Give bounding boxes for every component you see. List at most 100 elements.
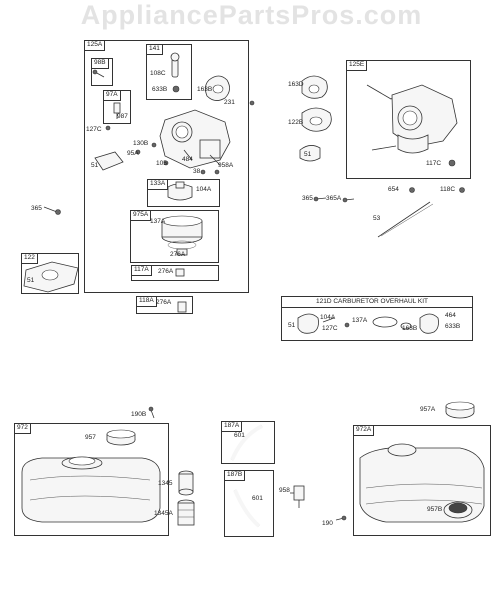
kit-title-rule [281,307,473,308]
group-tag-187B: 187B [224,470,246,481]
kit-box-121D [281,296,473,341]
group-tag-117A: 117A [131,265,152,276]
group-box-972A [353,425,491,536]
part-label-53: 53 [373,215,381,222]
part-label-122B: 122B [288,119,304,126]
group-box-133A [147,179,220,207]
group-tag-125A: 125A [84,40,106,51]
part-label-957A: 957A [420,406,436,413]
part-label-1345: 1345 [158,480,173,487]
kit-part-label-163B: 163B [402,325,418,332]
gasket-163D [301,75,328,99]
group-tag-98B: 98B [91,58,109,69]
part-label-104A: 104A [196,186,212,193]
part-label-957: 957 [85,434,96,441]
carburetor-125E [366,84,458,167]
spring-484 [183,149,193,161]
spacer-122B [301,107,332,132]
part-label-38: 38 [193,168,201,175]
group-tag-118A: 118A [136,296,157,307]
carburetor-body [159,109,231,175]
part-label-601: 601 [252,495,263,502]
fuel-tank-972 [21,456,161,523]
part-label-231: 231 [224,99,235,106]
bowl-nut-118A [177,301,187,313]
valve-958 [290,485,305,508]
part-label-365: 365 [302,195,313,202]
part-654 [409,187,415,193]
part-231 [249,100,255,106]
bowl-nut-117A [175,268,185,277]
part-label-957B: 957B [427,506,443,513]
group-tag-141: 141 [146,44,163,55]
group-box-187A [221,421,275,464]
part-label-127C: 127C [86,126,102,133]
screw-190 [335,515,347,521]
part-label-601: 601 [234,432,245,439]
group-tag-133A: 133A [147,179,169,190]
gasket-51-right [299,145,321,162]
kit-part-label-464: 464 [445,312,456,319]
kit-part-label-633B: 633B [445,323,461,330]
part-label-276A: 276A [158,268,174,275]
cap-957 [106,429,136,446]
kit-oring [400,322,412,330]
part-label-1345A: 1345A [154,510,173,517]
group-tag-972: 972 [14,423,31,434]
part-label-958: 958 [279,487,290,494]
gasket-163B [205,75,230,101]
screw-130B [151,142,157,148]
cap-957B [443,501,473,519]
part-label-137A: 137A [150,218,166,225]
part-label-105: 105 [156,160,167,167]
kit-gasket-51 [297,313,319,334]
part-label-958A: 958A [218,162,234,169]
part-label-365: 365 [31,205,42,212]
kit-163B [419,313,439,334]
part-label-276A: 276A [156,299,172,306]
kit-part-label-127C: 127C [322,325,338,332]
bowl-975A [161,215,203,256]
group-box-122 [21,253,79,294]
kit-title: 121D CARBURETOR OVERHAUL KIT [316,298,428,305]
part-118C [459,187,465,193]
part-label-365A: 365A [326,195,342,202]
group-box-125A [84,40,249,293]
float-133A [167,181,193,201]
screw-365-right [313,196,327,202]
filter-1345A [177,499,195,526]
screw-98B [92,69,105,78]
part-label-633B: 633B [152,86,168,93]
group-box-187B [224,470,274,537]
part-label-190B: 190B [131,411,147,418]
part-label-276A: 276A [170,251,186,258]
washer-95A [135,149,141,155]
kit-part-label-137A: 137A [352,317,368,324]
kit-104A [322,317,335,323]
part-label-51: 51 [27,277,35,284]
group-box-975A [130,210,219,263]
rod-53 [377,201,431,238]
group-tag-122: 122 [21,253,38,264]
part-label-117C: 117C [426,160,442,167]
kit-part-label-51: 51 [288,322,296,329]
part-label-163D: 163D [288,81,304,88]
screw-105 [163,160,169,166]
cap-957A [445,401,475,419]
kit-137A [372,316,398,328]
part-label-51: 51 [91,162,99,169]
watermark: AppliancePartsPros.com [80,0,423,30]
screw-190B [148,406,155,419]
gasket-51 [94,151,124,171]
part-label-95A: 95A [127,150,139,157]
group-tag-187A: 187A [221,421,243,432]
part-label-130B: 130B [133,140,149,147]
part-label-108C: 108C [150,70,166,77]
part-label-163B: 163B [197,86,213,93]
group-tag-975A: 975A [130,210,152,221]
oring-127C [105,125,111,131]
spacer-122 [23,261,79,293]
part-label-484: 484 [182,156,193,163]
group-tag-97A: 97A [103,90,121,101]
